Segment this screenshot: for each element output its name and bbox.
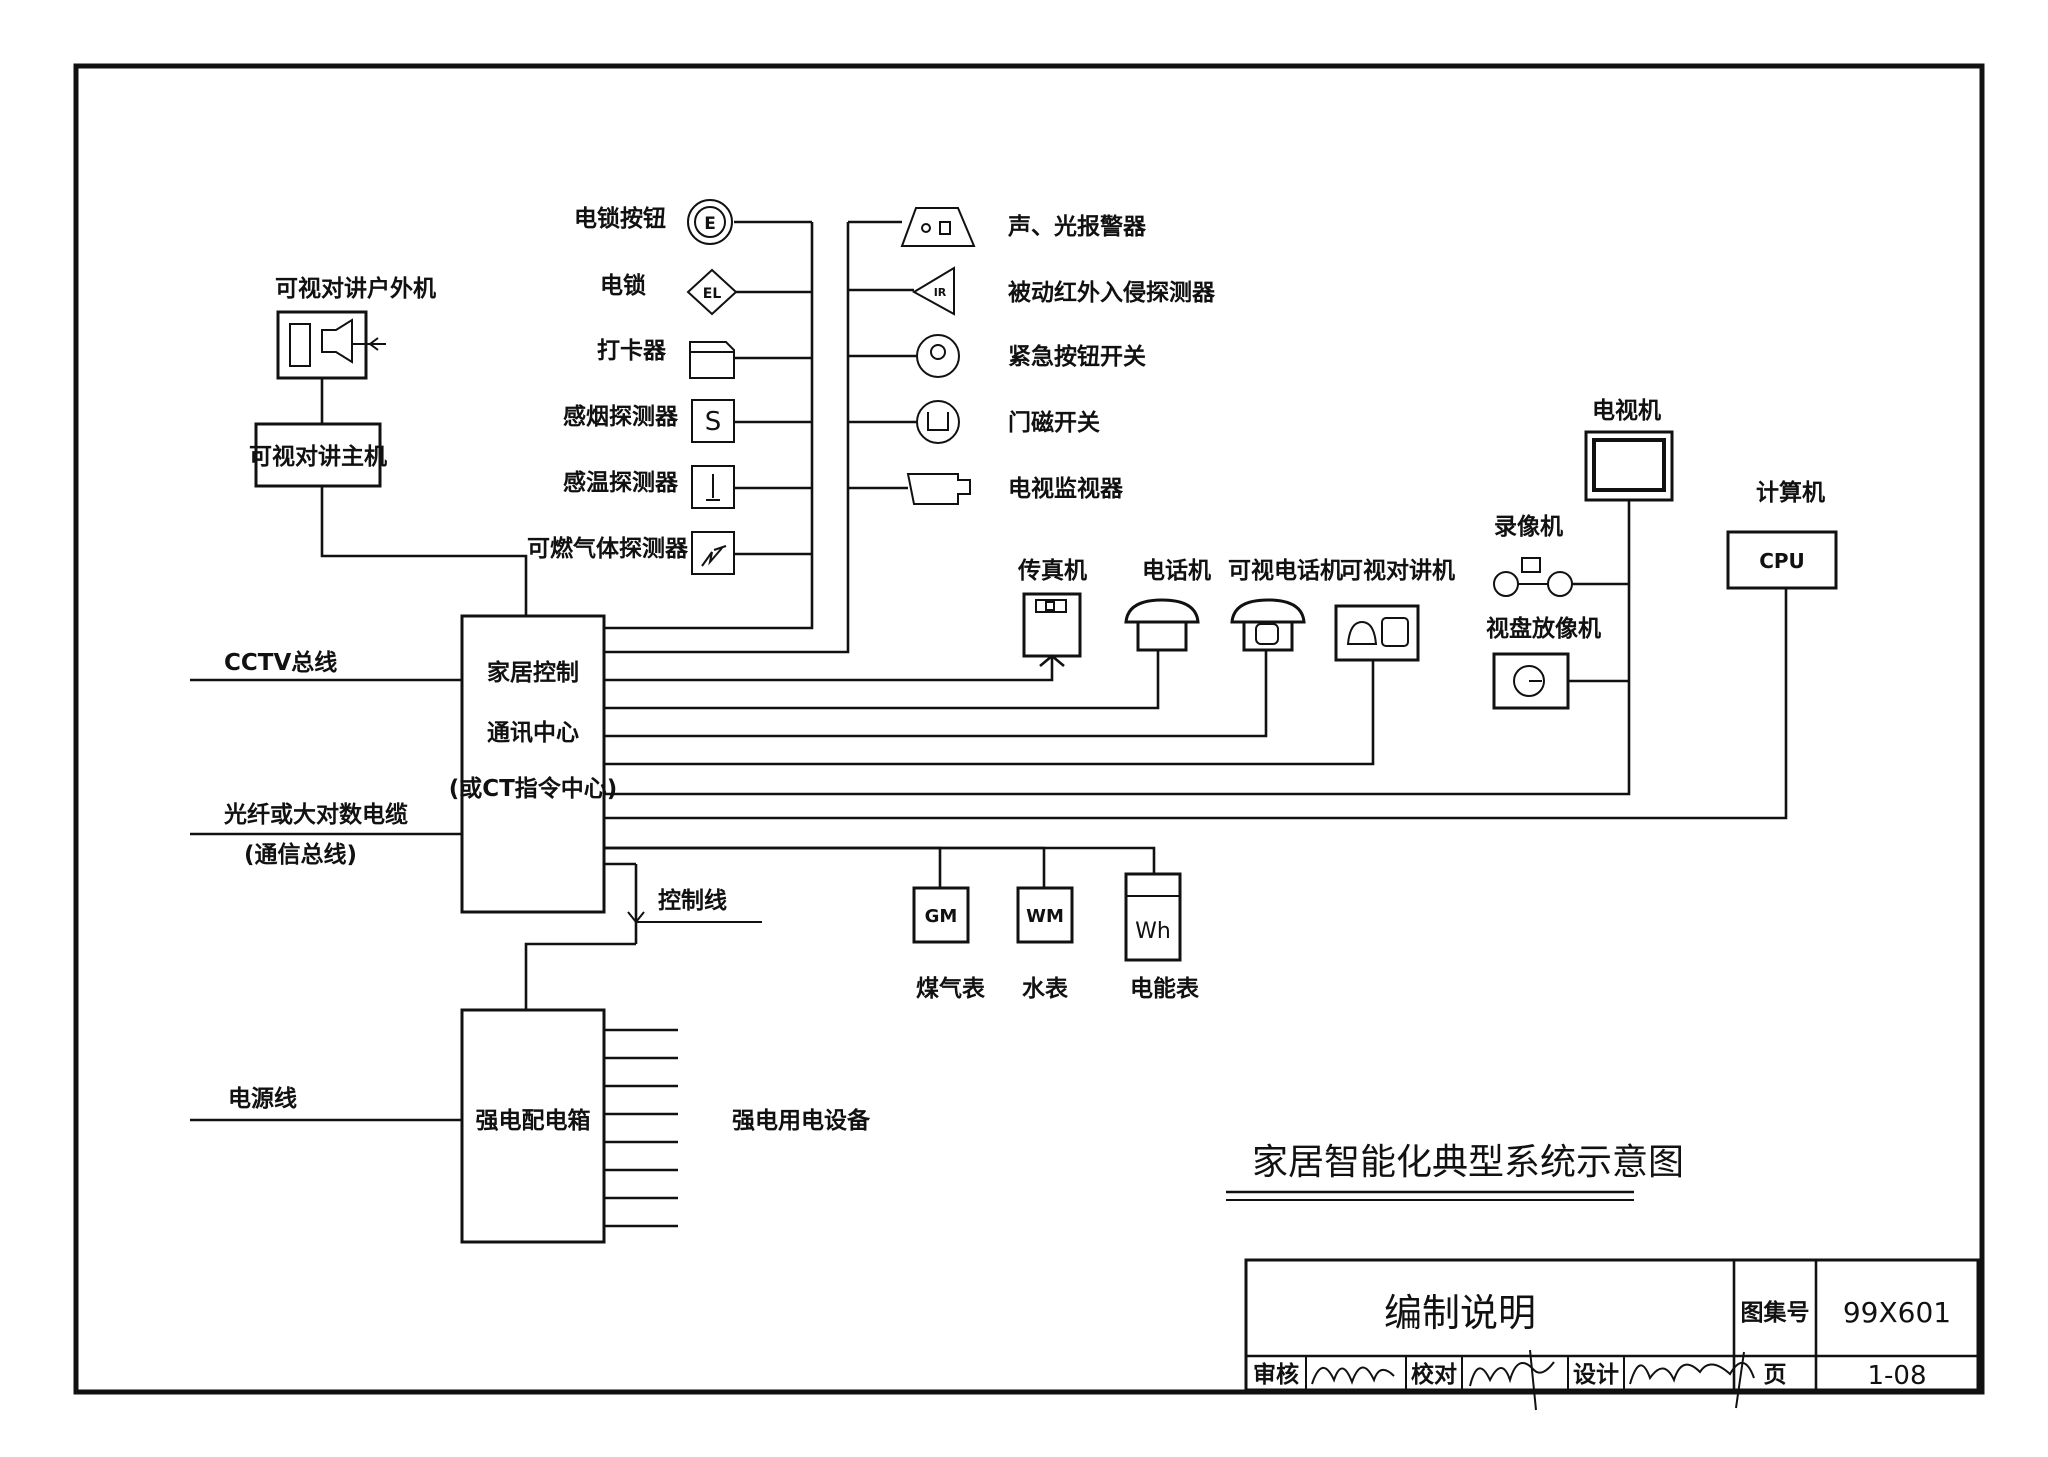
- right-device-1: 声、光报警器: [900, 207, 1147, 247]
- control-center-line-3: (或CT指令中心): [449, 775, 618, 802]
- fiber-label-2: (通信总线): [244, 841, 357, 868]
- water-meter-icon: WM: [1016, 886, 1074, 944]
- check-signature: [1469, 1349, 1555, 1411]
- energy-meter-code: Wh: [1135, 919, 1171, 944]
- power-box: [460, 1008, 606, 1244]
- title-block: [1244, 1258, 1980, 1392]
- left-device-label: 电锁按钮: [574, 205, 666, 232]
- energy-meter-icon: Wh: [1124, 872, 1182, 962]
- energy-meter-label: 电能表: [1130, 975, 1200, 1002]
- vcr-icon: [1493, 557, 1573, 597]
- outdoor-unit-icon: [276, 310, 386, 380]
- intercom-host-box: [254, 422, 382, 488]
- control-line-label: 控制线: [658, 887, 727, 914]
- s-symbol: S: [705, 407, 722, 437]
- drawing-frame: [73, 63, 1985, 1395]
- fiber-label-1: 光纤或大对数电缆: [223, 801, 408, 828]
- diagram-title: 家居智能化典型系统示意图: [1252, 1142, 1684, 1183]
- left-device-label: 感烟探测器: [563, 403, 679, 430]
- left-device-label: 电锁: [600, 272, 646, 299]
- left-device-5: 感温探测器: [563, 465, 735, 509]
- left-device-1: 电锁按钮 E: [574, 199, 733, 245]
- left-device-6: 可燃气体探测器: [527, 531, 735, 575]
- fax-label: 传真机: [1017, 557, 1087, 584]
- atlas-label: 图集号: [1741, 1299, 1810, 1326]
- control-center-box: [460, 614, 606, 914]
- power-line-label: 电源线: [228, 1085, 297, 1112]
- cpu-box: [1726, 530, 1838, 590]
- computer-label: 计算机: [1756, 479, 1825, 506]
- review-signature: [1311, 1366, 1395, 1385]
- tv-icon: [1584, 430, 1674, 502]
- phone-label: 电话机: [1142, 558, 1211, 584]
- right-device-4: 门磁开关: [916, 400, 1100, 444]
- right-device-label: 紧急按钮开关: [1008, 343, 1146, 370]
- gas-meter-code: GM: [925, 906, 958, 927]
- page-label: 页: [1764, 1362, 1787, 1388]
- gas-meter-icon: GM: [912, 886, 970, 944]
- design-signature: [1629, 1351, 1755, 1409]
- video-phone-label: 可视电话机: [1228, 557, 1343, 584]
- cctv-bus-label: CCTV总线: [224, 649, 337, 676]
- right-device-3: 紧急按钮开关: [916, 334, 1146, 378]
- vcd-icon: [1492, 652, 1570, 710]
- left-device-label: 可燃气体探测器: [527, 535, 689, 562]
- right-device-label: 声、光报警器: [1008, 214, 1147, 240]
- power-box-label: 强电配电箱: [476, 1107, 591, 1134]
- control-center-line-2: 通讯中心: [487, 720, 579, 746]
- left-device-label: 感温探测器: [563, 469, 679, 496]
- phone-icon: [1124, 598, 1200, 652]
- left-device-2: 电锁 EL: [600, 268, 738, 316]
- water-meter-code: WM: [1026, 906, 1064, 927]
- fax-icon: [1022, 592, 1082, 658]
- control-center-line-1: 家居控制: [487, 659, 579, 686]
- power-outputs: [604, 1028, 678, 1228]
- left-device-3: 打卡器: [597, 337, 735, 379]
- vcd-label: 视盘放像机: [1486, 615, 1601, 642]
- left-device-label: 打卡器: [597, 337, 667, 364]
- video-phone-icon: [1230, 598, 1306, 652]
- gas-meter-label: 煤气表: [916, 975, 986, 1002]
- atlas-number: 99X601: [1843, 1296, 1951, 1329]
- water-meter-label: 水表: [1022, 976, 1069, 1002]
- vcr-label: 录像机: [1494, 513, 1563, 540]
- check-label: 校对: [1411, 1361, 1457, 1388]
- design-label: 设计: [1573, 1362, 1619, 1388]
- right-device-label: 被动红外入侵探测器: [1008, 279, 1216, 306]
- review-label: 审核: [1253, 1361, 1299, 1388]
- power-equipment-label: 强电用电设备: [732, 1107, 871, 1134]
- outdoor-unit-label: 可视对讲户外机: [275, 275, 436, 302]
- right-device-5: 电视监视器: [906, 473, 1124, 505]
- el-symbol: EL: [703, 286, 722, 302]
- cpu-label: CPU: [1759, 549, 1805, 573]
- e-symbol: E: [704, 214, 716, 234]
- ir-symbol: IR: [934, 286, 947, 299]
- left-device-4: 感烟探测器 S: [563, 399, 735, 443]
- right-device-label: 电视监视器: [1008, 475, 1124, 502]
- intercom-host-label: 可视对讲主机: [249, 443, 387, 470]
- video-intercom-label: 可视对讲机: [1340, 557, 1455, 584]
- tv-label: 电视机: [1592, 397, 1661, 424]
- right-device-label: 门磁开关: [1008, 409, 1100, 436]
- title-block-name: 编制说明: [1384, 1291, 1536, 1335]
- video-intercom-icon: [1334, 604, 1420, 662]
- right-device-2: IR 被动红外入侵探测器: [911, 266, 1216, 316]
- page-number: 1-08: [1867, 1361, 1926, 1391]
